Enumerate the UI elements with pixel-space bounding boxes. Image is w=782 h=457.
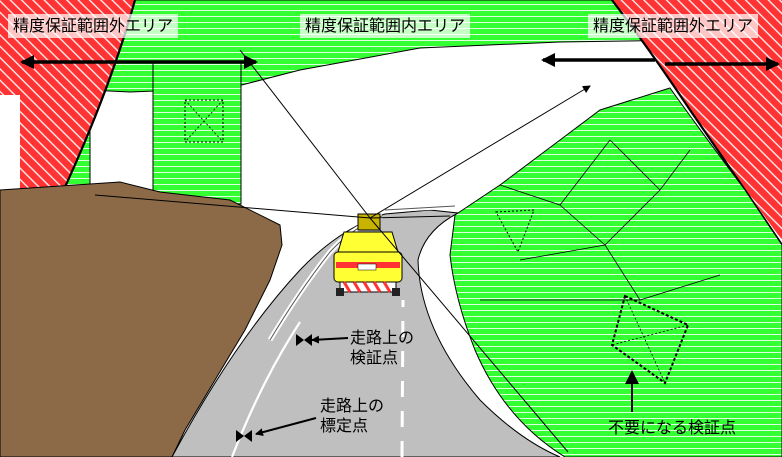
out-area-left-label: 精度保証範囲外エリア	[8, 14, 179, 38]
in-area-label: 精度保証範囲内エリア	[300, 14, 471, 38]
road-survey-point-label: 走路上の 標定点	[320, 396, 385, 435]
out-area-left-region	[0, 0, 135, 198]
road-check-point-label: 走路上の 検証点	[350, 328, 415, 367]
road	[171, 209, 561, 457]
bridge-pier-center	[152, 61, 242, 205]
out-area-right-label: 精度保証範囲外エリア	[588, 14, 759, 38]
unneeded-check-point-label: 不要になる検証点	[608, 418, 737, 437]
road-check-point-marker	[296, 334, 312, 346]
road-survey-point-marker	[236, 430, 252, 442]
survey-vehicle	[333, 213, 403, 296]
soil-slope	[0, 181, 283, 457]
in-area-slope	[449, 87, 782, 457]
